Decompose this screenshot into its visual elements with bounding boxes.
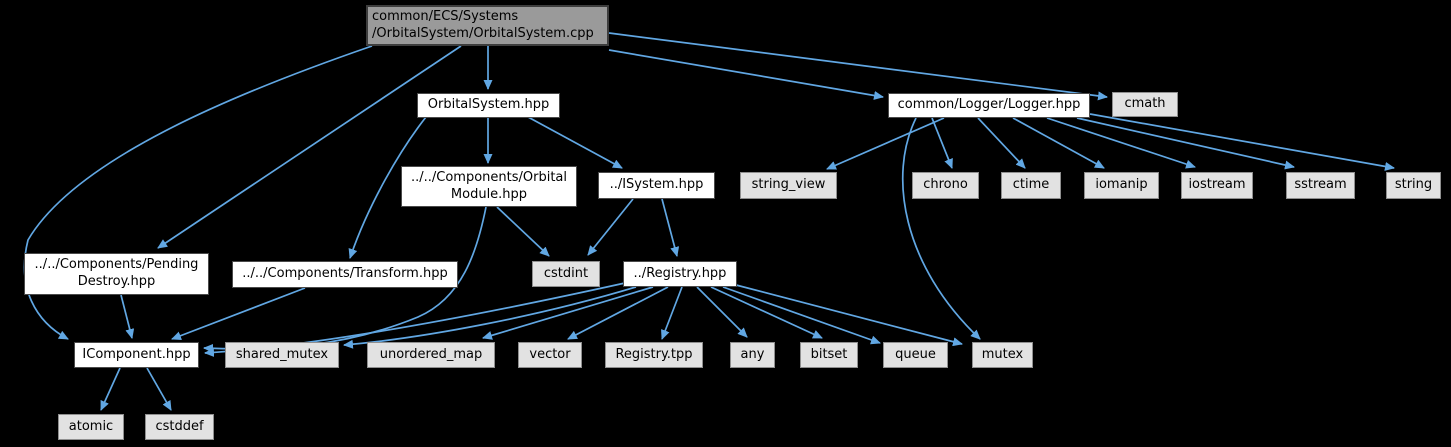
node-shared-mutex: shared_mutex	[225, 342, 339, 368]
edge-cpp-icomponent	[23, 45, 373, 340]
edge-pending-destroy-icomponent	[120, 294, 135, 339]
node-transform-hpp-label: ../../Components/Transform.hpp	[242, 266, 448, 282]
edge-icomponent-atomic	[100, 367, 121, 411]
node-orbitalsystem-hpp-label: OrbitalSystem.hpp	[427, 97, 550, 113]
node-chrono: chrono	[912, 172, 979, 199]
edge-icomponent-cstddef	[146, 367, 172, 411]
node-any-label: any	[740, 346, 765, 362]
edge-registry-shared-mutex	[343, 286, 637, 349]
edge-isystem-registry	[661, 198, 680, 257]
node-registry-hpp[interactable]: ../Registry.hpp	[623, 261, 737, 287]
node-shared-mutex-label: shared_mutex	[235, 346, 329, 362]
node-cstdint-label: cstdint	[543, 265, 589, 281]
edge-isystem-cstdint	[587, 198, 634, 256]
node-icomponent-hpp-label: IComponent.hpp	[82, 346, 191, 362]
node-logger-hpp-label: common/Logger/Logger.hpp	[897, 97, 1081, 113]
edge-logger-string	[1089, 113, 1395, 171]
edge-logger-iostream	[1046, 117, 1196, 169]
node-queue-label: queue	[895, 346, 936, 362]
node-iomanip-label: iomanip	[1095, 177, 1148, 193]
node-isystem-hpp-label: ../ISystem.hpp	[609, 177, 704, 193]
node-iomanip: iomanip	[1084, 172, 1159, 199]
node-cmath-label: cmath	[1124, 96, 1166, 112]
edge-registry-unordered-map	[482, 286, 654, 340]
node-string: string	[1386, 172, 1441, 199]
node-sstream-label: sstream	[1294, 177, 1347, 193]
node-iostream-label: iostream	[1188, 177, 1246, 193]
node-any: any	[730, 342, 775, 368]
node-sstream: sstream	[1286, 172, 1355, 199]
node-bitset: bitset	[800, 342, 858, 368]
edge-registry-registry-tpp	[661, 286, 683, 340]
node-logger-hpp[interactable]: common/Logger/Logger.hpp	[888, 93, 1090, 118]
node-vector-label: vector	[529, 346, 571, 362]
edge-transform-icomponent	[171, 287, 306, 340]
edge-logger-string-view	[826, 117, 945, 170]
node-unordered-map-label: unordered_map	[379, 346, 483, 362]
node-transform-hpp[interactable]: ../../Components/Transform.hpp	[232, 261, 458, 288]
node-registry-tpp-label: Registry.tpp	[615, 346, 693, 362]
edge-cpp-cmath	[608, 32, 1108, 101]
node-pending-destroy-hpp[interactable]: ../../Components/Pending Destroy.hpp	[24, 253, 209, 295]
node-string-label: string	[1394, 177, 1433, 193]
edge-orbitalsystem-isystem	[527, 116, 623, 169]
node-cstddef: cstddef	[145, 414, 214, 440]
edge-cpp-pending-destroy	[157, 45, 462, 249]
node-string-view: string_view	[740, 172, 837, 199]
node-orbitalsystem-hpp[interactable]: OrbitalSystem.hpp	[417, 93, 560, 118]
edge-logger-sstream	[1076, 117, 1295, 170]
node-isystem-hpp[interactable]: ../ISystem.hpp	[598, 172, 715, 199]
edge-cpp-logger-hpp	[608, 49, 884, 100]
node-orbitalsystem-cpp: common/ECS/Systems /OrbitalSystem/Orbita…	[366, 5, 609, 46]
node-cstddef-label: cstddef	[155, 418, 204, 434]
edge-registry-mutex	[735, 284, 963, 347]
node-ctime: ctime	[1001, 172, 1061, 199]
node-ctime-label: ctime	[1012, 177, 1050, 193]
edge-registry-vector	[567, 286, 669, 340]
edge-registry-any	[696, 286, 748, 338]
node-cmath: cmath	[1112, 92, 1178, 117]
node-orbitalsystem-cpp-label: common/ECS/Systems /OrbitalSystem/Orbita…	[372, 8, 594, 41]
node-bitset-label: bitset	[810, 346, 848, 362]
node-unordered-map: unordered_map	[367, 342, 495, 368]
edge-registry-bitset	[710, 286, 823, 339]
node-mutex-label: mutex	[981, 346, 1024, 362]
node-queue: queue	[883, 342, 948, 368]
node-registry-tpp: Registry.tpp	[605, 342, 703, 368]
node-atomic: atomic	[58, 414, 124, 440]
node-icomponent-hpp[interactable]: IComponent.hpp	[74, 342, 199, 368]
node-iostream: iostream	[1181, 172, 1253, 199]
node-mutex: mutex	[972, 342, 1033, 368]
node-atomic-label: atomic	[68, 418, 114, 434]
node-orbital-module-hpp-label: ../../Components/Orbital Module.hpp	[410, 169, 568, 202]
edge-logger-ctime	[977, 117, 1026, 169]
edge-registry-queue	[722, 286, 881, 345]
node-registry-hpp-label: ../Registry.hpp	[633, 265, 727, 281]
node-vector: vector	[518, 342, 582, 368]
node-string-view-label: string_view	[751, 177, 826, 193]
node-chrono-label: chrono	[923, 177, 968, 193]
node-cstdint: cstdint	[532, 261, 600, 287]
edge-orbitalsystem-transform	[348, 116, 427, 259]
edge-logger-iomanip	[1012, 117, 1105, 169]
node-orbital-module-hpp[interactable]: ../../Components/Orbital Module.hpp	[401, 166, 577, 207]
node-pending-destroy-hpp-label: ../../Components/Pending Destroy.hpp	[34, 257, 199, 289]
edge-logger-chrono	[931, 117, 953, 169]
edge-orbital-module-cstdint	[496, 206, 550, 257]
edge-logger-mutex	[901, 117, 981, 340]
